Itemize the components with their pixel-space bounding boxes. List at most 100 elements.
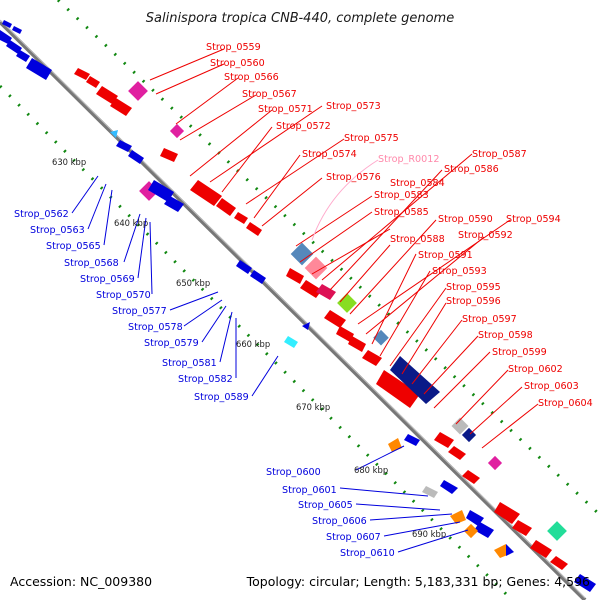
gene-label-reverse: Strop_0605 [298,500,353,511]
reverse-cds [463,523,479,539]
reverse-cds [404,434,420,446]
gene-label-reverse: Strop_0589 [194,392,249,403]
gene-label-reverse: Strop_0568 [64,258,119,269]
gene-label-trna: Strop_R0012 [378,154,439,165]
gene-label-forward: Strop_0571 [258,104,313,115]
gene-label-forward: Strop_0593 [432,266,487,277]
gene-label-forward: Strop_0604 [538,398,593,409]
gene-label-reverse: Strop_0607 [326,532,381,543]
position-tick-label: 630 kbp [52,157,86,167]
gene-label-reverse: Strop_0562 [14,209,69,220]
forward-cds [300,280,322,298]
forward-cds [348,336,366,352]
forward-cds [494,502,520,524]
gene-label-reverse: Strop_0570 [96,290,151,301]
trna-feature [304,256,328,280]
gene-label-forward: Strop_0574 [302,149,357,160]
forward-cds [512,520,532,536]
reverse-label-leaders [71,175,469,553]
gene-label-forward: Strop_0592 [458,230,513,241]
gene-label-forward: Strop_0559 [206,42,261,53]
reverse-cds [110,130,118,138]
gene-label-forward: Strop_0597 [462,314,517,325]
forward-cds [74,68,90,80]
gene-label-reverse: Strop_0610 [340,548,395,559]
forward-cds [324,310,346,328]
reverse-cds [236,260,252,274]
forward-labels: Strop_0559 Strop_0560 Strop_0566 Strop_0… [206,42,593,409]
reverse-cds [302,322,310,330]
reverse-cds [12,26,22,34]
reverse-cds [0,30,12,44]
reverse-cds [2,20,12,28]
gene-label-forward: Strop_0595 [446,282,501,293]
gene-label-forward: Strop_0585 [374,207,429,218]
reverse-cds [116,140,132,152]
gene-label-reverse: Strop_0565 [46,241,101,252]
gene-label-forward: Strop_0583 [374,190,429,201]
forward-cds [530,540,552,558]
gene-label-reverse: Strop_0563 [30,225,85,236]
gene-label-forward: Strop_0567 [242,89,297,100]
position-tick-label: 660 kbp [236,339,270,349]
gene-label-forward: Strop_0598 [478,330,533,341]
forward-cds [96,86,118,104]
reverse-cds [474,522,494,538]
gene-label-reverse: Strop_0581 [162,358,217,369]
gene-label-reverse: Strop_0569 [80,274,135,285]
forward-cds-cluster-a [74,68,262,236]
forward-cds [190,180,222,206]
reverse-cds [466,510,484,526]
pseudo-cds [169,123,185,139]
reverse-labels: Strop_0562 Strop_0563 Strop_0565 Strop_0… [14,209,395,559]
forward-cds [216,198,236,216]
gene-label-forward: Strop_0560 [210,58,265,69]
position-ticks: 630 kbp 640 kbp 650 kbp 660 kbp 670 kbp … [52,157,446,539]
reverse-cds [506,544,514,556]
forward-cds [160,148,178,162]
map-title: Salinispora tropica CNB-440, complete ge… [146,11,454,26]
gene-label-forward: Strop_0594 [506,214,561,225]
forward-cds [550,556,568,570]
gene-label-reverse: Strop_0582 [178,374,233,385]
gene-label-reverse: Strop_0600 [266,467,321,478]
reverse-cds [574,574,596,592]
pseudo-cds [128,81,148,101]
gene-label-forward: Strop_0588 [390,234,445,245]
gene-label-forward: Strop_0575 [344,133,399,144]
reverse-cds [6,40,22,54]
forward-cds [316,284,336,300]
reverse-cds [26,58,52,80]
reverse-cds-cluster-top [0,20,52,80]
position-tick-label: 640 kbp [114,218,148,228]
reverse-cds [128,150,144,164]
position-tick-label: 680 kbp [354,465,388,475]
gene-label-reverse: Strop_0606 [312,516,367,527]
trna-label-leader [311,159,379,241]
reverse-cds-cluster-b [110,130,514,558]
genome-backbone [0,20,587,600]
gene-label-forward: Strop_0566 [224,72,279,83]
gene-label-reverse: Strop_0579 [144,338,199,349]
forward-cds [86,76,100,88]
gene-label-reverse: Strop_0577 [112,306,167,317]
gene-label-forward: Strop_0587 [472,149,527,160]
gene-label-forward: Strop_0596 [446,296,501,307]
reverse-cds [450,510,466,524]
reverse-cds [16,50,30,62]
forward-cds [434,432,454,448]
gene-label-forward: Strop_0584 [390,178,445,189]
forward-cds [234,212,248,224]
gene-label-reverse: Strop_0601 [282,485,337,496]
genome-backbone-highlight [0,19,586,599]
reverse-cds [422,486,438,498]
forward-label-leaders [149,48,539,449]
gene-label-forward: Strop_0586 [444,164,499,175]
forward-cds [110,98,132,116]
reverse-cds [148,180,174,202]
reverse-cds [164,196,184,212]
forward-cds [286,268,304,284]
misc-feature [451,417,469,435]
misc-feature [337,293,357,313]
gene-label-forward: Strop_0591 [418,250,473,261]
